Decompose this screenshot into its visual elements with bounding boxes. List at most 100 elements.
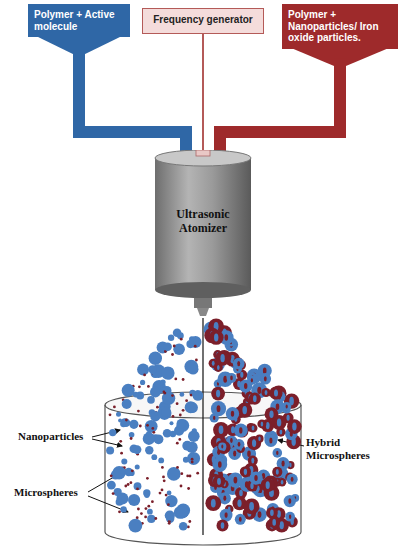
nanoparticle <box>140 512 143 515</box>
nanoparticle <box>171 353 174 356</box>
nanoparticle <box>180 338 183 341</box>
hybrid-microsphere <box>247 376 256 385</box>
nanoparticle <box>127 483 130 486</box>
nanoparticle <box>154 517 157 520</box>
microsphere <box>146 431 151 436</box>
hybrid-microsphere <box>212 457 227 472</box>
hybrid-microsphere <box>244 499 260 515</box>
microsphere <box>183 457 189 463</box>
hybrid-microsphere <box>285 512 295 522</box>
hybrid-microsphere <box>249 393 261 405</box>
nanoparticle <box>190 394 193 397</box>
microsphere <box>116 412 121 417</box>
hybrid-microsphere <box>215 351 230 366</box>
box-label: Polymer + Nanoparticles/ Iron oxide part… <box>288 9 392 44</box>
connector <box>220 48 390 159</box>
hybrid-core <box>214 333 218 341</box>
microsphere <box>107 481 116 490</box>
hybrid-core <box>217 365 220 370</box>
microsphere <box>150 387 161 398</box>
nanoparticle <box>173 345 176 348</box>
hybrid-core <box>240 372 243 378</box>
box-label: Frequency generator <box>149 14 257 26</box>
microsphere <box>122 384 135 397</box>
callout-label: Microspheres <box>14 486 90 499</box>
connector <box>36 36 186 158</box>
hybrid-core <box>242 406 247 414</box>
nanoparticle <box>146 477 149 480</box>
hybrid-core <box>269 438 272 444</box>
nanoparticle <box>165 494 168 497</box>
nanoparticle <box>143 374 146 377</box>
hybrid-microsphere <box>249 424 258 433</box>
hybrid-core <box>288 498 291 504</box>
microsphere <box>176 506 188 518</box>
hybrid-microsphere <box>211 387 225 401</box>
microsphere <box>186 441 198 453</box>
hybrid-microsphere <box>205 495 221 511</box>
hybrid-core <box>221 445 223 449</box>
hybrid-core <box>276 469 279 475</box>
hybrid-core <box>287 415 290 421</box>
microsphere <box>161 366 174 379</box>
nanoparticle <box>195 359 198 362</box>
leader-line <box>92 439 122 446</box>
cylinder-bottom <box>155 282 251 298</box>
hybrid-microsphere <box>218 442 226 450</box>
microsphere <box>180 392 185 397</box>
hybrid-microsphere <box>260 373 272 385</box>
hybrid-core <box>230 376 233 381</box>
hybrid-core <box>239 427 242 433</box>
hybrid-core <box>223 376 227 383</box>
microsphere <box>187 452 200 465</box>
hybrid-core <box>289 515 291 519</box>
nanoparticle <box>178 438 181 441</box>
nanoparticle <box>176 442 179 445</box>
hybrid-core <box>265 390 268 395</box>
hybrid-core <box>280 430 283 435</box>
hybrid-core <box>258 511 262 518</box>
hybrid-core <box>254 475 257 481</box>
microsphere <box>160 379 165 384</box>
feed-pipe <box>79 47 186 158</box>
microsphere <box>165 495 177 507</box>
hybrid-microsphere <box>261 478 275 492</box>
microsphere <box>129 432 135 438</box>
hybrid-core <box>251 458 254 464</box>
nanoparticle <box>180 472 183 475</box>
hybrid-core <box>238 442 241 447</box>
hybrid-microsphere <box>261 388 270 397</box>
microsphere <box>120 506 126 512</box>
hybrid-core <box>266 481 270 489</box>
nozzle <box>194 298 212 308</box>
microsphere <box>137 363 149 375</box>
microsphere <box>173 343 185 355</box>
hybrid-microsphere <box>248 456 258 466</box>
hybrid-microsphere <box>217 520 229 532</box>
nanoparticle <box>163 479 166 482</box>
hybrid-microsphere <box>237 403 252 418</box>
hybrid-core <box>247 451 251 457</box>
hybrid-core <box>225 512 228 518</box>
nanoparticle <box>167 503 170 506</box>
microsphere <box>106 447 114 455</box>
microsphere <box>165 510 175 520</box>
nanoparticle <box>182 409 185 412</box>
nanoparticle <box>137 410 140 413</box>
signal-line <box>202 34 204 150</box>
hybrid-microsphere <box>257 419 266 428</box>
microsphere <box>134 482 142 490</box>
microsphere <box>129 519 143 533</box>
hybrid-microsphere <box>209 330 224 345</box>
nanoparticle <box>161 466 164 469</box>
hybrid-core <box>291 477 294 482</box>
nanoparticle <box>139 425 142 428</box>
microsphere <box>149 365 157 373</box>
hybrid-microsphere <box>287 419 302 434</box>
hybrid-core <box>221 522 225 529</box>
hybrid-microsphere <box>272 467 282 477</box>
hybrid-microsphere <box>287 474 298 485</box>
nanoparticle <box>180 485 183 488</box>
microsphere <box>145 446 153 454</box>
